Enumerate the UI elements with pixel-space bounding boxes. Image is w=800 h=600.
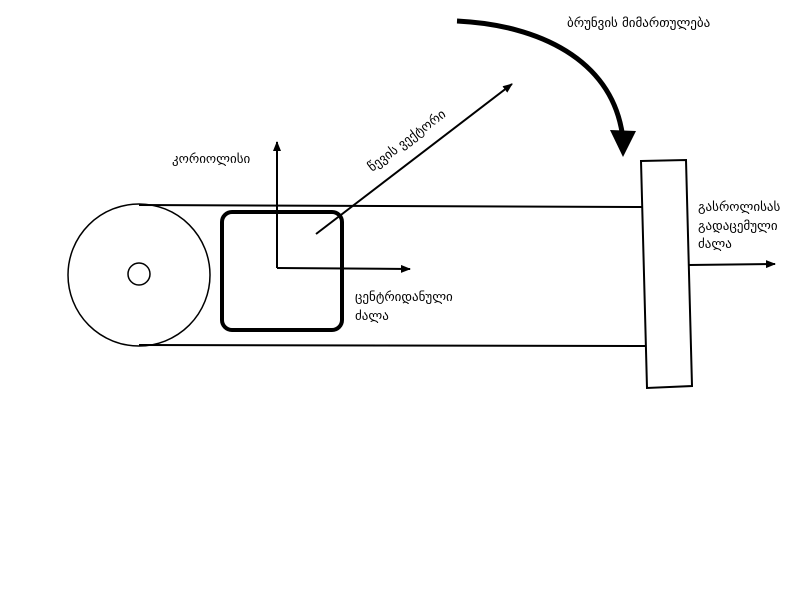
launch-force-arrow	[688, 260, 776, 269]
centrifugal-label-line1: ცენტრიდანული	[355, 290, 453, 305]
end-stop-plate	[639, 158, 694, 390]
pivot-axle	[127, 262, 151, 286]
thrust-vector-arrow	[315, 83, 513, 235]
rotation-direction-arrow	[456, 18, 636, 157]
launch-force-label-line2: გადაცემული	[698, 219, 778, 234]
rotation-direction-label: ბრუნვის მიმართულება	[567, 16, 710, 31]
throwing-arm	[138, 204, 647, 347]
launch-force-label-line3: ძალა	[698, 237, 732, 252]
rotation-arc	[456, 18, 625, 133]
centrifugal-arrow	[276, 264, 411, 273]
launch-force-label-line1: გასროლისას	[698, 200, 780, 215]
mass-block	[220, 210, 344, 332]
arm-bottom-edge	[138, 344, 647, 347]
pivot-wheel	[67, 203, 211, 347]
arm-top-edge	[138, 204, 643, 208]
centrifugal-label-line2: ძალა	[355, 309, 389, 324]
coriolis-label: კორიოლისი	[172, 152, 251, 167]
rotation-arrowhead	[610, 130, 636, 157]
